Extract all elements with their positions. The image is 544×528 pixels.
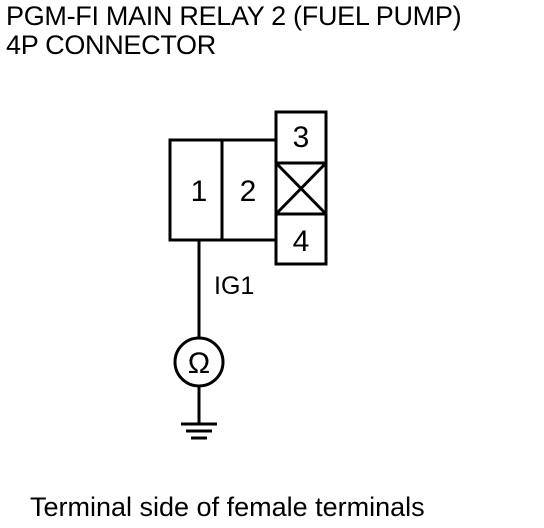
ohm-symbol: Ω <box>188 347 210 380</box>
terminal-3-label: 3 <box>293 121 310 154</box>
terminal-4-cell <box>274 212 328 266</box>
terminal-4-label: 4 <box>293 225 310 258</box>
ground-icon <box>181 422 217 440</box>
blocked-cavity-mark <box>274 161 328 216</box>
terminal-1-label: 1 <box>191 175 208 208</box>
terminal-2-label: 2 <box>240 175 257 208</box>
title-line-1: PGM-FI MAIN RELAY 2 (FUEL PUMP) <box>6 1 462 31</box>
diagram-title: PGM-FI MAIN RELAY 2 (FUEL PUMP) 4P CONNE… <box>6 1 462 60</box>
title-line-2: 4P CONNECTOR <box>6 30 216 60</box>
wire-label: IG1 <box>214 272 254 300</box>
caption: Terminal side of female terminals <box>30 492 425 522</box>
